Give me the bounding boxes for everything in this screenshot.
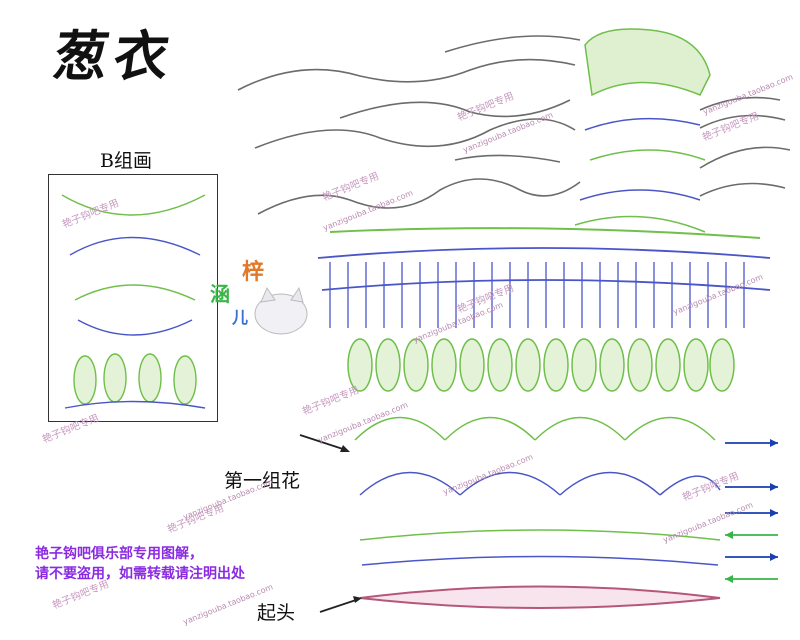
start-label: 起头 [257,602,296,624]
wide-upper-band [317,227,771,291]
notice-line-1: 艳子钩吧俱乐部专用图解， [35,546,203,562]
foundation-chain [359,585,721,609]
logo-char-3: 儿 [232,308,249,327]
logo: 梓 涵 儿 [206,252,316,342]
group-b-label: B组画 [100,150,152,172]
first-group-label: 第一组花 [224,470,301,492]
logo-cat-icon [254,286,308,335]
logo-char-1: 梓 [242,259,265,285]
copyright-notice: 艳子钩吧俱乐部专用图解， 请不要盗用，如需转载请注明出处 [35,544,245,584]
green-leaf-band [347,338,735,392]
group-b-frame [48,174,218,422]
direction-arrows [299,434,778,613]
page-title: 葱衣 [49,24,179,88]
stitch-columns-upper [329,262,745,328]
contour-lines [237,35,791,215]
fan-band-lower [354,416,721,566]
b-motif-drawing [61,194,206,409]
notice-line-2: 请不要盗用，如需转载请注明出处 [35,566,245,582]
logo-char-2: 涵 [210,282,230,306]
top-rounds [574,28,711,233]
